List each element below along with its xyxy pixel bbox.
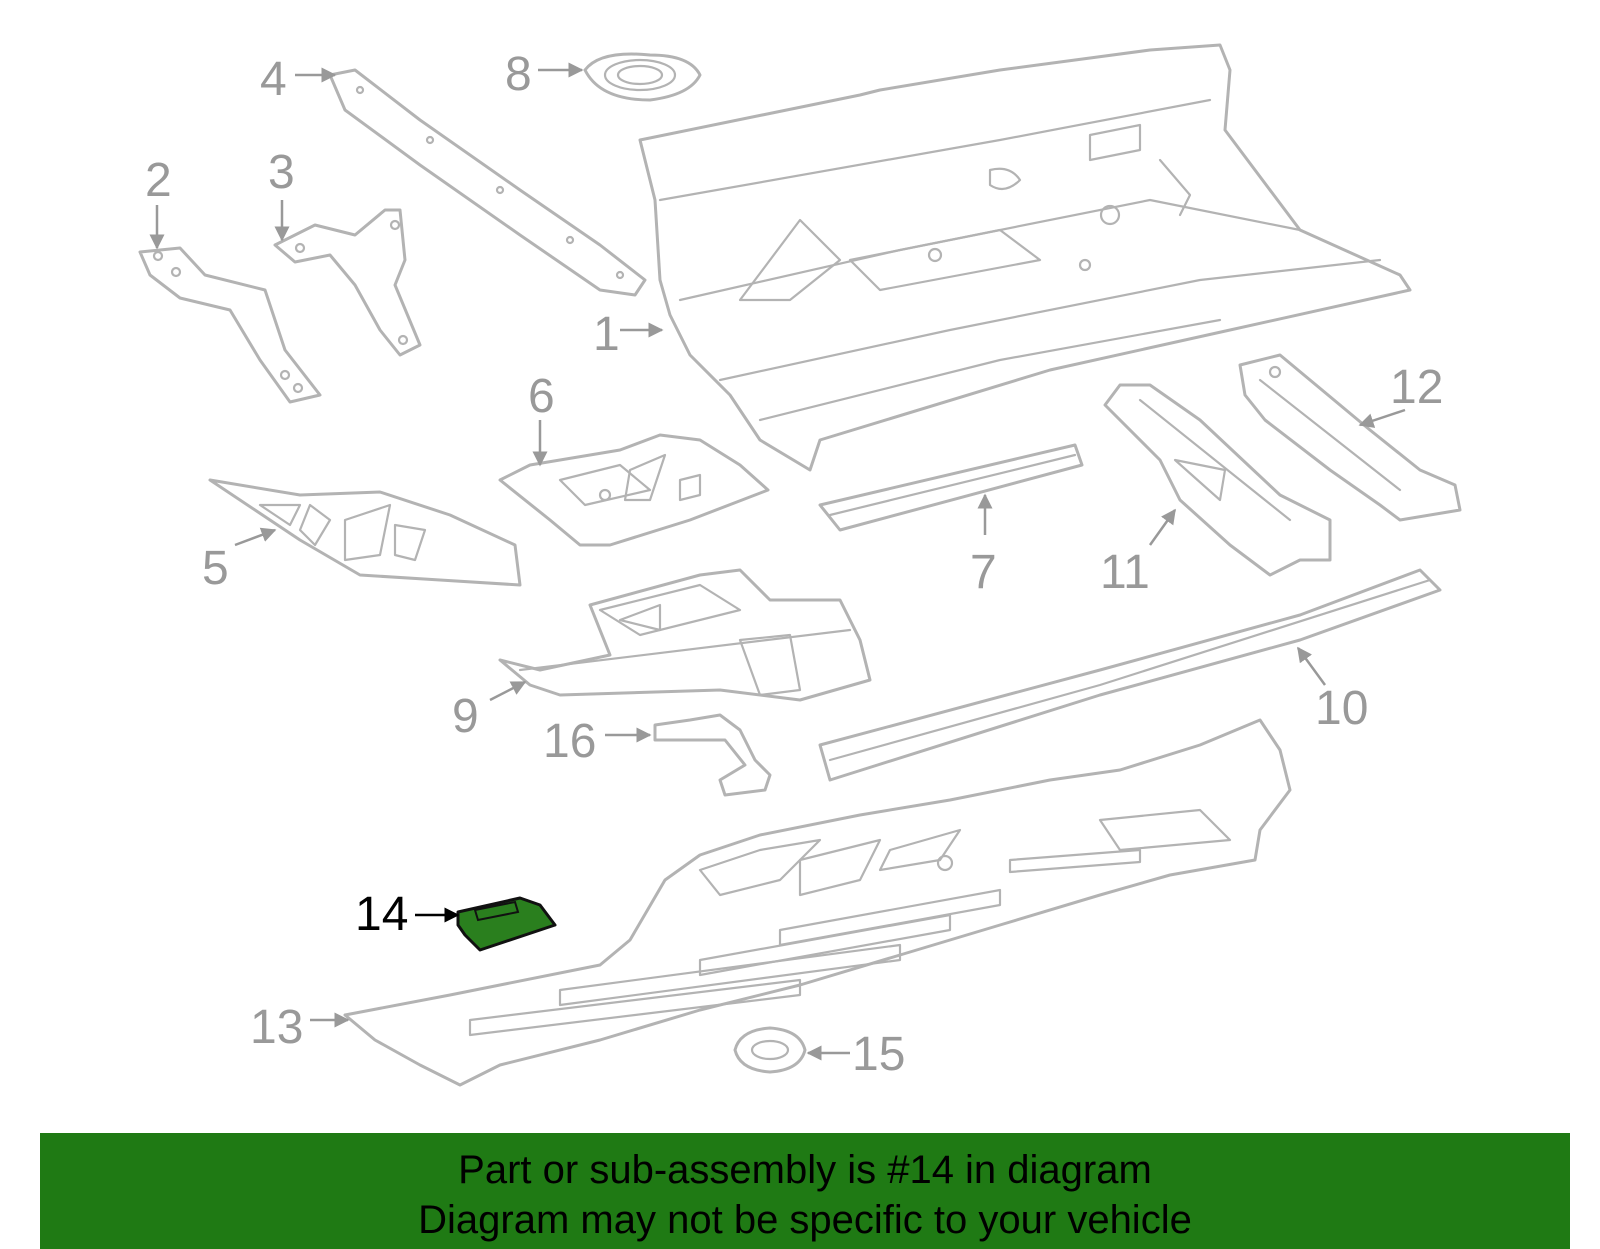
part-1-floor-pan[interactable] bbox=[638, 43, 1412, 472]
part-7-cross-member[interactable] bbox=[818, 443, 1084, 532]
part-8-grommet[interactable] bbox=[583, 52, 702, 102]
callout-12: 12 bbox=[1390, 361, 1443, 414]
part-9-floor-section[interactable] bbox=[498, 568, 872, 702]
callout-16: 16 bbox=[543, 715, 596, 768]
callout-13: 13 bbox=[250, 1001, 303, 1054]
callout-9: 9 bbox=[452, 690, 479, 743]
callout-7: 7 bbox=[970, 546, 997, 599]
callout-1: 1 bbox=[593, 308, 620, 361]
part-11-rail[interactable] bbox=[1103, 383, 1332, 577]
banner-line-part: Part or sub-assembly is #14 in diagram bbox=[458, 1148, 1152, 1192]
callout-2: 2 bbox=[145, 154, 172, 207]
callout-15: 15 bbox=[852, 1028, 905, 1081]
part-16-bracket[interactable] bbox=[653, 713, 772, 797]
banner-line-disclaimer: Diagram may not be specific to your vehi… bbox=[418, 1198, 1192, 1242]
callout-10: 10 bbox=[1315, 682, 1368, 735]
callout-6: 6 bbox=[528, 370, 555, 423]
part-15-plug[interactable] bbox=[733, 1026, 807, 1074]
part-3-bracket[interactable] bbox=[273, 208, 422, 357]
callout-5: 5 bbox=[202, 542, 229, 595]
callout-3: 3 bbox=[268, 146, 295, 199]
part-13-underbody-shield[interactable] bbox=[343, 718, 1292, 1087]
part-5-side-panel[interactable] bbox=[208, 478, 522, 587]
part-12-rail[interactable] bbox=[1238, 353, 1462, 522]
part-14-highlighted[interactable] bbox=[456, 896, 557, 952]
part-6-floor-panel[interactable] bbox=[498, 433, 770, 547]
info-banner: Part or sub-assembly is #14 in diagram D… bbox=[40, 1133, 1570, 1249]
part-10-sill[interactable] bbox=[818, 568, 1442, 782]
part-4-reinforcement-strip[interactable] bbox=[328, 68, 647, 297]
callout-arrows bbox=[149, 62, 1406, 1061]
callout-11: 11 bbox=[1100, 546, 1150, 599]
callout-4: 4 bbox=[260, 53, 287, 106]
part-2-bracket[interactable] bbox=[138, 246, 322, 404]
callout-14: 14 bbox=[355, 888, 408, 941]
callout-8: 8 bbox=[505, 48, 532, 101]
callout-labels: 1 2 3 4 5 6 7 8 9 10 11 12 13 14 15 16 bbox=[145, 48, 1443, 1081]
